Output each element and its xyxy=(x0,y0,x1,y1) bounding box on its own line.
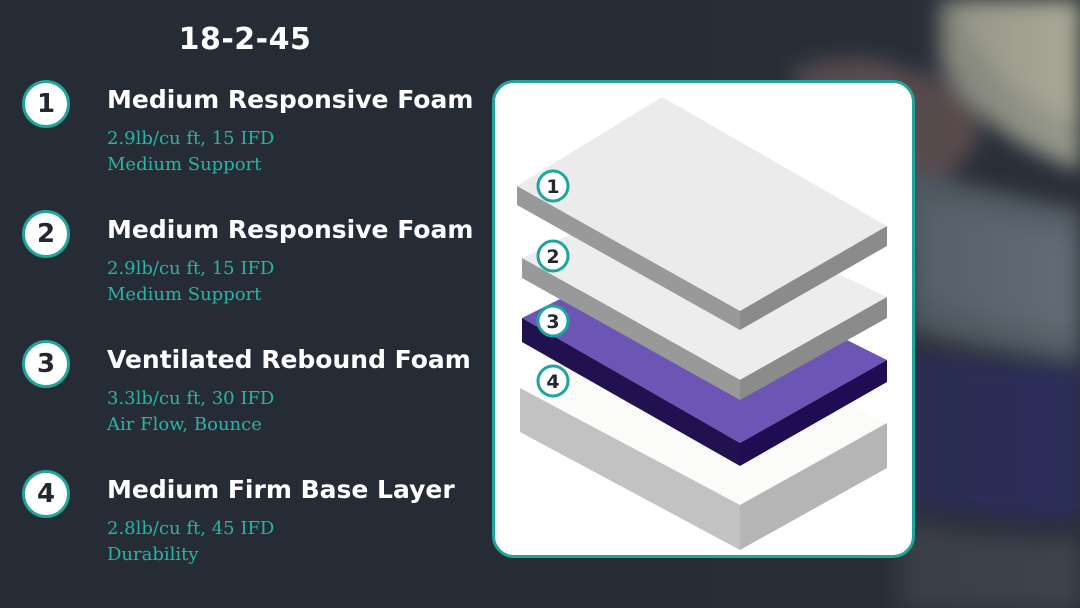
layer-density-spec: 2.9lb/cu ft, 15 IFD xyxy=(107,258,275,279)
layer-name: Medium Firm Base Layer xyxy=(107,475,455,504)
diagram-badge-1: 1 xyxy=(536,169,570,203)
layer-diagram-card: 1 2 3 4 xyxy=(492,80,915,558)
layer-number-badge: 1 xyxy=(22,80,70,128)
diagram-label-3: 3 xyxy=(546,311,559,333)
layer-name: Medium Responsive Foam xyxy=(107,85,474,114)
layer-item-2: 2 Medium Responsive Foam 2.9lb/cu ft, 15… xyxy=(22,210,492,320)
layer-name: Ventilated Rebound Foam xyxy=(107,345,471,374)
layer-support-spec: Air Flow, Bounce xyxy=(107,414,262,435)
layer-item-1: 1 Medium Responsive Foam 2.9lb/cu ft, 15… xyxy=(22,80,492,190)
layer-density-spec: 3.3lb/cu ft, 30 IFD xyxy=(107,388,275,409)
exploded-layer-diagram: 1 2 3 4 xyxy=(517,97,887,550)
diagram-badge-4: 4 xyxy=(536,364,570,398)
layer-support-spec: Medium Support xyxy=(107,284,262,305)
product-title: 18-2-45 xyxy=(178,22,312,57)
diagram-label-1: 1 xyxy=(546,176,559,198)
layer-item-4: 4 Medium Firm Base Layer 2.8lb/cu ft, 45… xyxy=(22,470,492,580)
layer-support-spec: Durability xyxy=(107,544,199,565)
layer-name: Medium Responsive Foam xyxy=(107,215,474,244)
layer-support-spec: Medium Support xyxy=(107,154,262,175)
layer-density-spec: 2.9lb/cu ft, 15 IFD xyxy=(107,128,275,149)
layer-slab-1 xyxy=(517,97,887,330)
layer-number-badge: 4 xyxy=(22,470,70,518)
diagram-label-2: 2 xyxy=(546,246,559,268)
layer-item-3: 3 Ventilated Rebound Foam 3.3lb/cu ft, 3… xyxy=(22,340,492,450)
layer-density-spec: 2.8lb/cu ft, 45 IFD xyxy=(107,518,275,539)
diagram-badge-2: 2 xyxy=(536,239,570,273)
diagram-label-4: 4 xyxy=(546,371,559,393)
layer-number-badge: 2 xyxy=(22,210,70,258)
diagram-badge-3: 3 xyxy=(536,304,570,338)
layer-number-badge: 3 xyxy=(22,340,70,388)
